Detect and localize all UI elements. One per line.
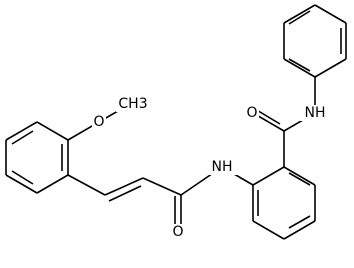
double-bond-inner (288, 58, 311, 72)
double-bond-inner (11, 130, 34, 145)
double-bond-inner (11, 170, 34, 185)
label-background (171, 224, 185, 240)
phenyl-ring-top (283, 4, 347, 78)
atom-label-o-top: O (246, 105, 257, 121)
bond (314, 58, 347, 78)
bond (283, 166, 316, 186)
label-background (300, 105, 330, 121)
methoxyphenyl-ring (5, 121, 69, 194)
double-bond-inner (288, 10, 311, 25)
bond-vinyl-ring (67, 174, 106, 196)
double-bond-inner (288, 172, 311, 186)
bond (283, 220, 316, 240)
label-background (207, 159, 237, 175)
bond (36, 174, 69, 194)
atom-label-methyl: CH3 (118, 96, 147, 112)
bond (5, 174, 38, 194)
bond-vinyl (142, 177, 182, 196)
bond (36, 121, 69, 141)
atom-label-nh-mid: NH (212, 159, 233, 175)
bond (314, 4, 347, 24)
label-background (245, 105, 259, 121)
bond (5, 121, 38, 141)
bond (252, 166, 285, 186)
bond (283, 4, 316, 24)
label-background (92, 114, 106, 130)
benzene-ring-central (252, 166, 316, 240)
atom-label-nh-top: NH (305, 105, 326, 121)
bond (252, 220, 285, 240)
atom-label-methoxy-o: O (93, 114, 104, 130)
label-background (116, 96, 150, 112)
bond-vinyl (104, 177, 144, 196)
double-bond-vinyl (108, 185, 142, 202)
atom-label-o-bottom: O (172, 224, 183, 240)
double-bond-carbonyl (254, 108, 281, 125)
double-bond-inner (288, 215, 311, 229)
bond (283, 58, 316, 78)
